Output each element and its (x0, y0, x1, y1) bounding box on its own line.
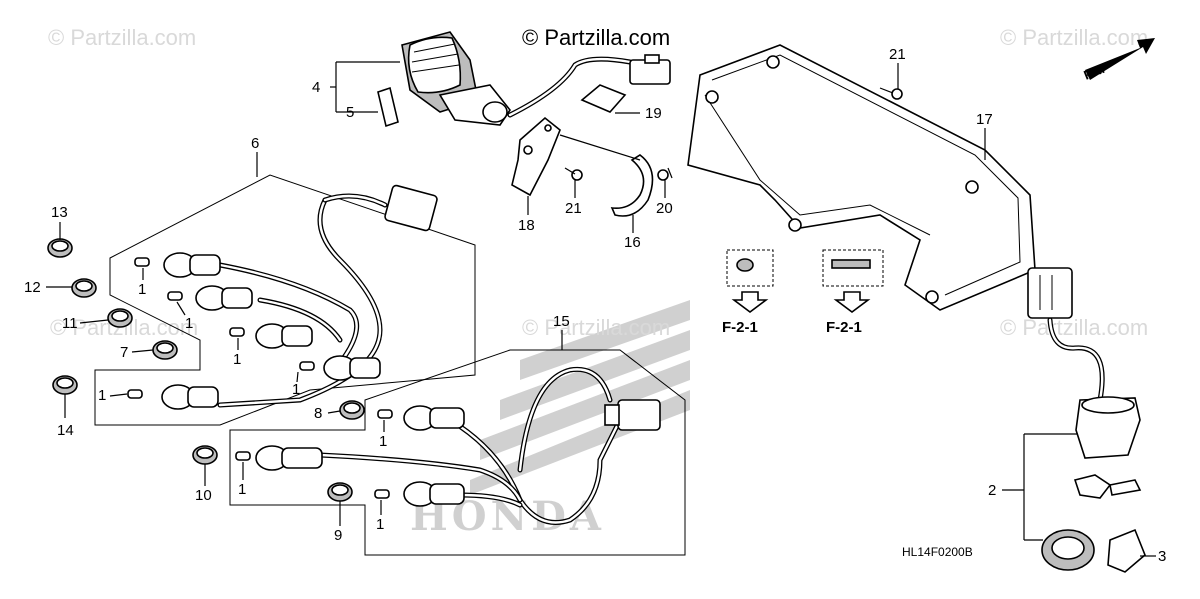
socket-15a (403, 405, 465, 431)
callout-11: 11 (62, 315, 78, 332)
clip-part-19 (580, 84, 627, 113)
bulb-icon (235, 451, 251, 461)
socket-6c (255, 323, 313, 349)
leader-lines (46, 61, 1156, 557)
socket-6a (163, 252, 221, 278)
callout-18: 18 (518, 217, 535, 234)
callout-16: 16 (624, 234, 641, 251)
callout-19: 19 (645, 105, 662, 122)
callout-13: 13 (51, 204, 68, 221)
grommet-part-12 (71, 278, 97, 298)
watermark-mid-center: © Partzilla.com (522, 315, 670, 340)
cap-part-3 (1107, 528, 1146, 573)
reference-label-left: F-2-1 (722, 319, 758, 336)
cover-part-17 (687, 44, 1036, 311)
socket-15b (255, 445, 323, 471)
callout-10: 10 (195, 487, 212, 504)
harness-part-6 (94, 174, 476, 426)
watermark-mid-right: © Partzilla.com (1000, 315, 1148, 340)
callout-1: 1 (138, 281, 146, 298)
socket-6d (323, 355, 381, 381)
callout-1: 1 (233, 351, 241, 368)
callout-2: 2 (988, 482, 996, 499)
watermark-main: © Partzilla.com (522, 25, 670, 50)
ignition-switch-part-2 (1027, 267, 1146, 573)
socket-6b (195, 285, 253, 311)
connector-top (629, 54, 671, 85)
front-direction-arrow: FR. (1082, 38, 1155, 83)
callout-15: 15 (553, 313, 570, 330)
knob-assembly (401, 31, 511, 126)
callout-1: 1 (185, 315, 193, 332)
key-icon (1073, 474, 1112, 499)
grommet-part-11 (107, 308, 133, 328)
callout-1: 1 (98, 387, 106, 404)
callout-6: 6 (251, 135, 259, 152)
reference-left: F-2-1 (722, 249, 774, 336)
harness-part-15 (229, 349, 686, 556)
callout-20: 20 (656, 200, 673, 217)
bulb-icon (127, 389, 143, 399)
diagram-code: HL14F0200B (902, 545, 973, 559)
bulb-icon (167, 291, 183, 301)
bolt-part-21a (564, 167, 583, 181)
clip-part-5 (377, 86, 399, 128)
grommet-part-14 (52, 375, 78, 395)
callout-4: 4 (312, 79, 320, 96)
grommet-part-9 (327, 482, 353, 502)
callout-1: 1 (292, 381, 300, 398)
bulb-icon (374, 489, 390, 499)
grommet-part-8 (339, 400, 365, 420)
callout-1: 1 (379, 433, 387, 450)
grommet-part-7 (152, 340, 178, 360)
bulb-icon (377, 409, 393, 419)
callout-7: 7 (120, 344, 128, 361)
callout-5: 5 (346, 104, 354, 121)
grommet-part-10 (192, 445, 218, 465)
callout-21: 21 (565, 200, 582, 217)
callout-12: 12 (24, 279, 41, 296)
callout-17: 17 (976, 111, 993, 128)
bracket-part-18 (511, 116, 561, 197)
callout-8: 8 (314, 405, 322, 422)
reference-label-right: F-2-1 (826, 319, 862, 336)
bolt-part-21b (879, 87, 903, 100)
socket-15c (403, 481, 465, 507)
clamp-part-16 (610, 154, 654, 217)
watermark-top-right: © Partzilla.com (1000, 25, 1148, 50)
reference-right: F-2-1 (822, 249, 884, 336)
bulb-icon (134, 257, 150, 267)
socket-6e (161, 384, 219, 410)
bolt-part-20 (657, 167, 673, 181)
nut-part (1041, 529, 1095, 571)
watermark-top-left: © Partzilla.com (48, 25, 196, 50)
callout-9: 9 (334, 527, 342, 544)
callout-21: 21 (889, 46, 906, 63)
bulb-icon (299, 361, 315, 371)
front-direction-label: FR. (1082, 61, 1107, 83)
callout-1: 1 (376, 516, 384, 533)
bulb-icon (229, 327, 245, 337)
grommet-part-13 (47, 238, 73, 258)
callout-1: 1 (238, 481, 246, 498)
callout-3: 3 (1158, 548, 1166, 565)
callout-14: 14 (57, 422, 74, 439)
